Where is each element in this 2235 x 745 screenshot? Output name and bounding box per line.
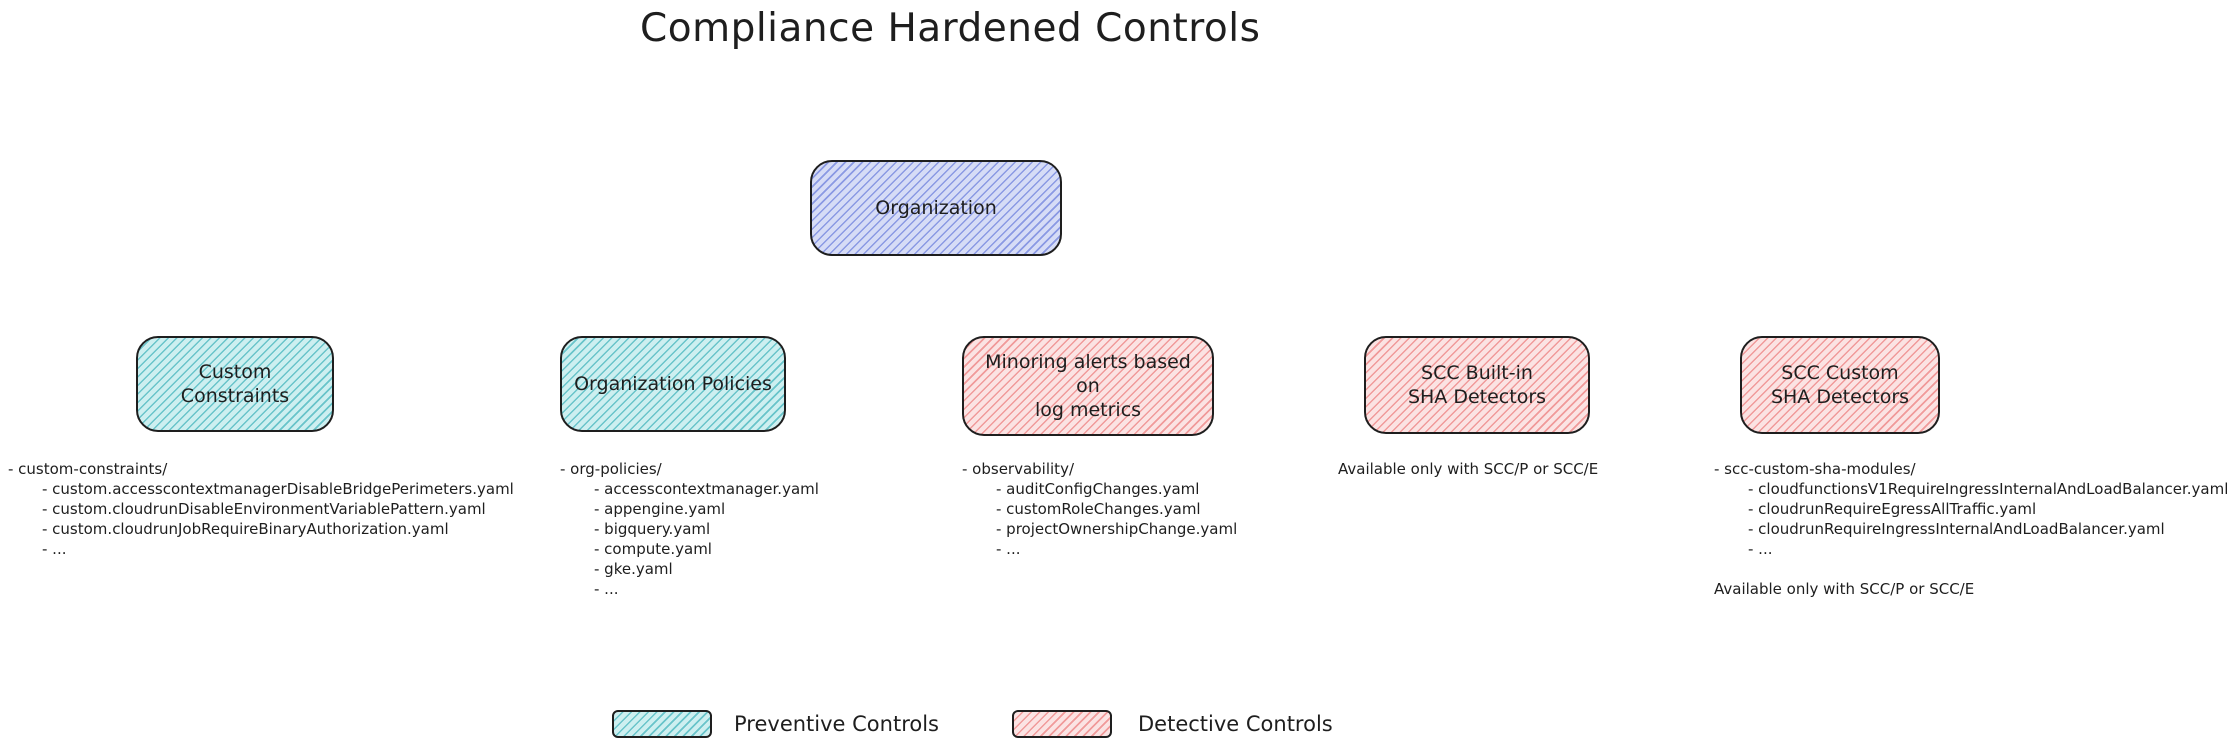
list-item: - ...	[1748, 540, 1773, 558]
list-item: - bigquery.yaml	[594, 520, 711, 538]
scc-custom-sha-folder: - scc-custom-sha-modules/	[1714, 460, 1916, 478]
organization-policies-folder: - org-policies/	[560, 460, 662, 478]
organization-policies-node: Organization Policies	[560, 336, 786, 432]
detective-legend-label: Detective Controls	[1138, 712, 1333, 736]
list-item: - ...	[42, 540, 67, 558]
scc-builtin-sha-node: SCC Built-in SHA Detectors	[1364, 336, 1590, 434]
list-item: - custom.cloudrunDisableEnvironmentVaria…	[42, 500, 486, 518]
custom-constraints-node: Custom Constraints	[136, 336, 334, 432]
organization-node-label: Organization	[875, 197, 997, 219]
scc-custom-sha-file-list: - scc-custom-sha-modules/ - cloudfunctio…	[1714, 459, 2228, 559]
observability-file-list: - observability/ - auditConfigChanges.ya…	[962, 459, 1237, 559]
scc-builtin-sha-node-label: SCC Built-in SHA Detectors	[1407, 362, 1547, 408]
list-item: - auditConfigChanges.yaml	[996, 480, 1200, 498]
scc-custom-sha-node: SCC Custom SHA Detectors	[1740, 336, 1940, 434]
custom-constraints-node-label: Custom Constraints	[180, 361, 290, 407]
list-item: - cloudrunRequireIngressInternalAndLoadB…	[1748, 520, 2165, 538]
organization-node: Organization	[810, 160, 1062, 256]
list-item: - ...	[996, 540, 1021, 558]
monitoring-alerts-node: Minoring alerts based on log metrics	[962, 336, 1214, 436]
monitoring-alerts-node-label: Minoring alerts based on log metrics	[985, 351, 1191, 421]
list-item: - projectOwnershipChange.yaml	[996, 520, 1238, 538]
list-item: - ...	[594, 580, 619, 598]
observability-folder: - observability/	[962, 460, 1074, 478]
preventive-legend-label: Preventive Controls	[734, 712, 939, 736]
diagram-title: Compliance Hardened Controls	[640, 6, 1261, 51]
preventive-legend-swatch	[612, 710, 712, 738]
list-item: - gke.yaml	[594, 560, 673, 578]
scc-custom-sha-node-label: SCC Custom SHA Detectors	[1770, 362, 1910, 408]
list-item: - appengine.yaml	[594, 500, 726, 518]
list-item: - cloudfunctionsV1RequireIngressInternal…	[1748, 480, 2229, 498]
organization-policies-file-list: - org-policies/ - accesscontextmanager.y…	[560, 459, 819, 599]
list-item: - custom.cloudrunJobRequireBinaryAuthori…	[42, 520, 449, 538]
list-item: - accesscontextmanager.yaml	[594, 480, 819, 498]
list-item: - customRoleChanges.yaml	[996, 500, 1201, 518]
list-item: - custom.accesscontextmanagerDisableBrid…	[42, 480, 514, 498]
scc-custom-availability-note: Available only with SCC/P or SCC/E	[1714, 580, 1975, 598]
list-item: - cloudrunRequireEgressAllTraffic.yaml	[1748, 500, 2037, 518]
custom-constraints-file-list: - custom-constraints/ - custom.accesscon…	[8, 459, 514, 559]
detective-legend-swatch	[1012, 710, 1112, 738]
custom-constraints-folder: - custom-constraints/	[8, 460, 168, 478]
list-item: - compute.yaml	[594, 540, 712, 558]
scc-builtin-availability-note: Available only with SCC/P or SCC/E	[1338, 460, 1599, 478]
organization-policies-node-label: Organization Policies	[574, 373, 772, 395]
